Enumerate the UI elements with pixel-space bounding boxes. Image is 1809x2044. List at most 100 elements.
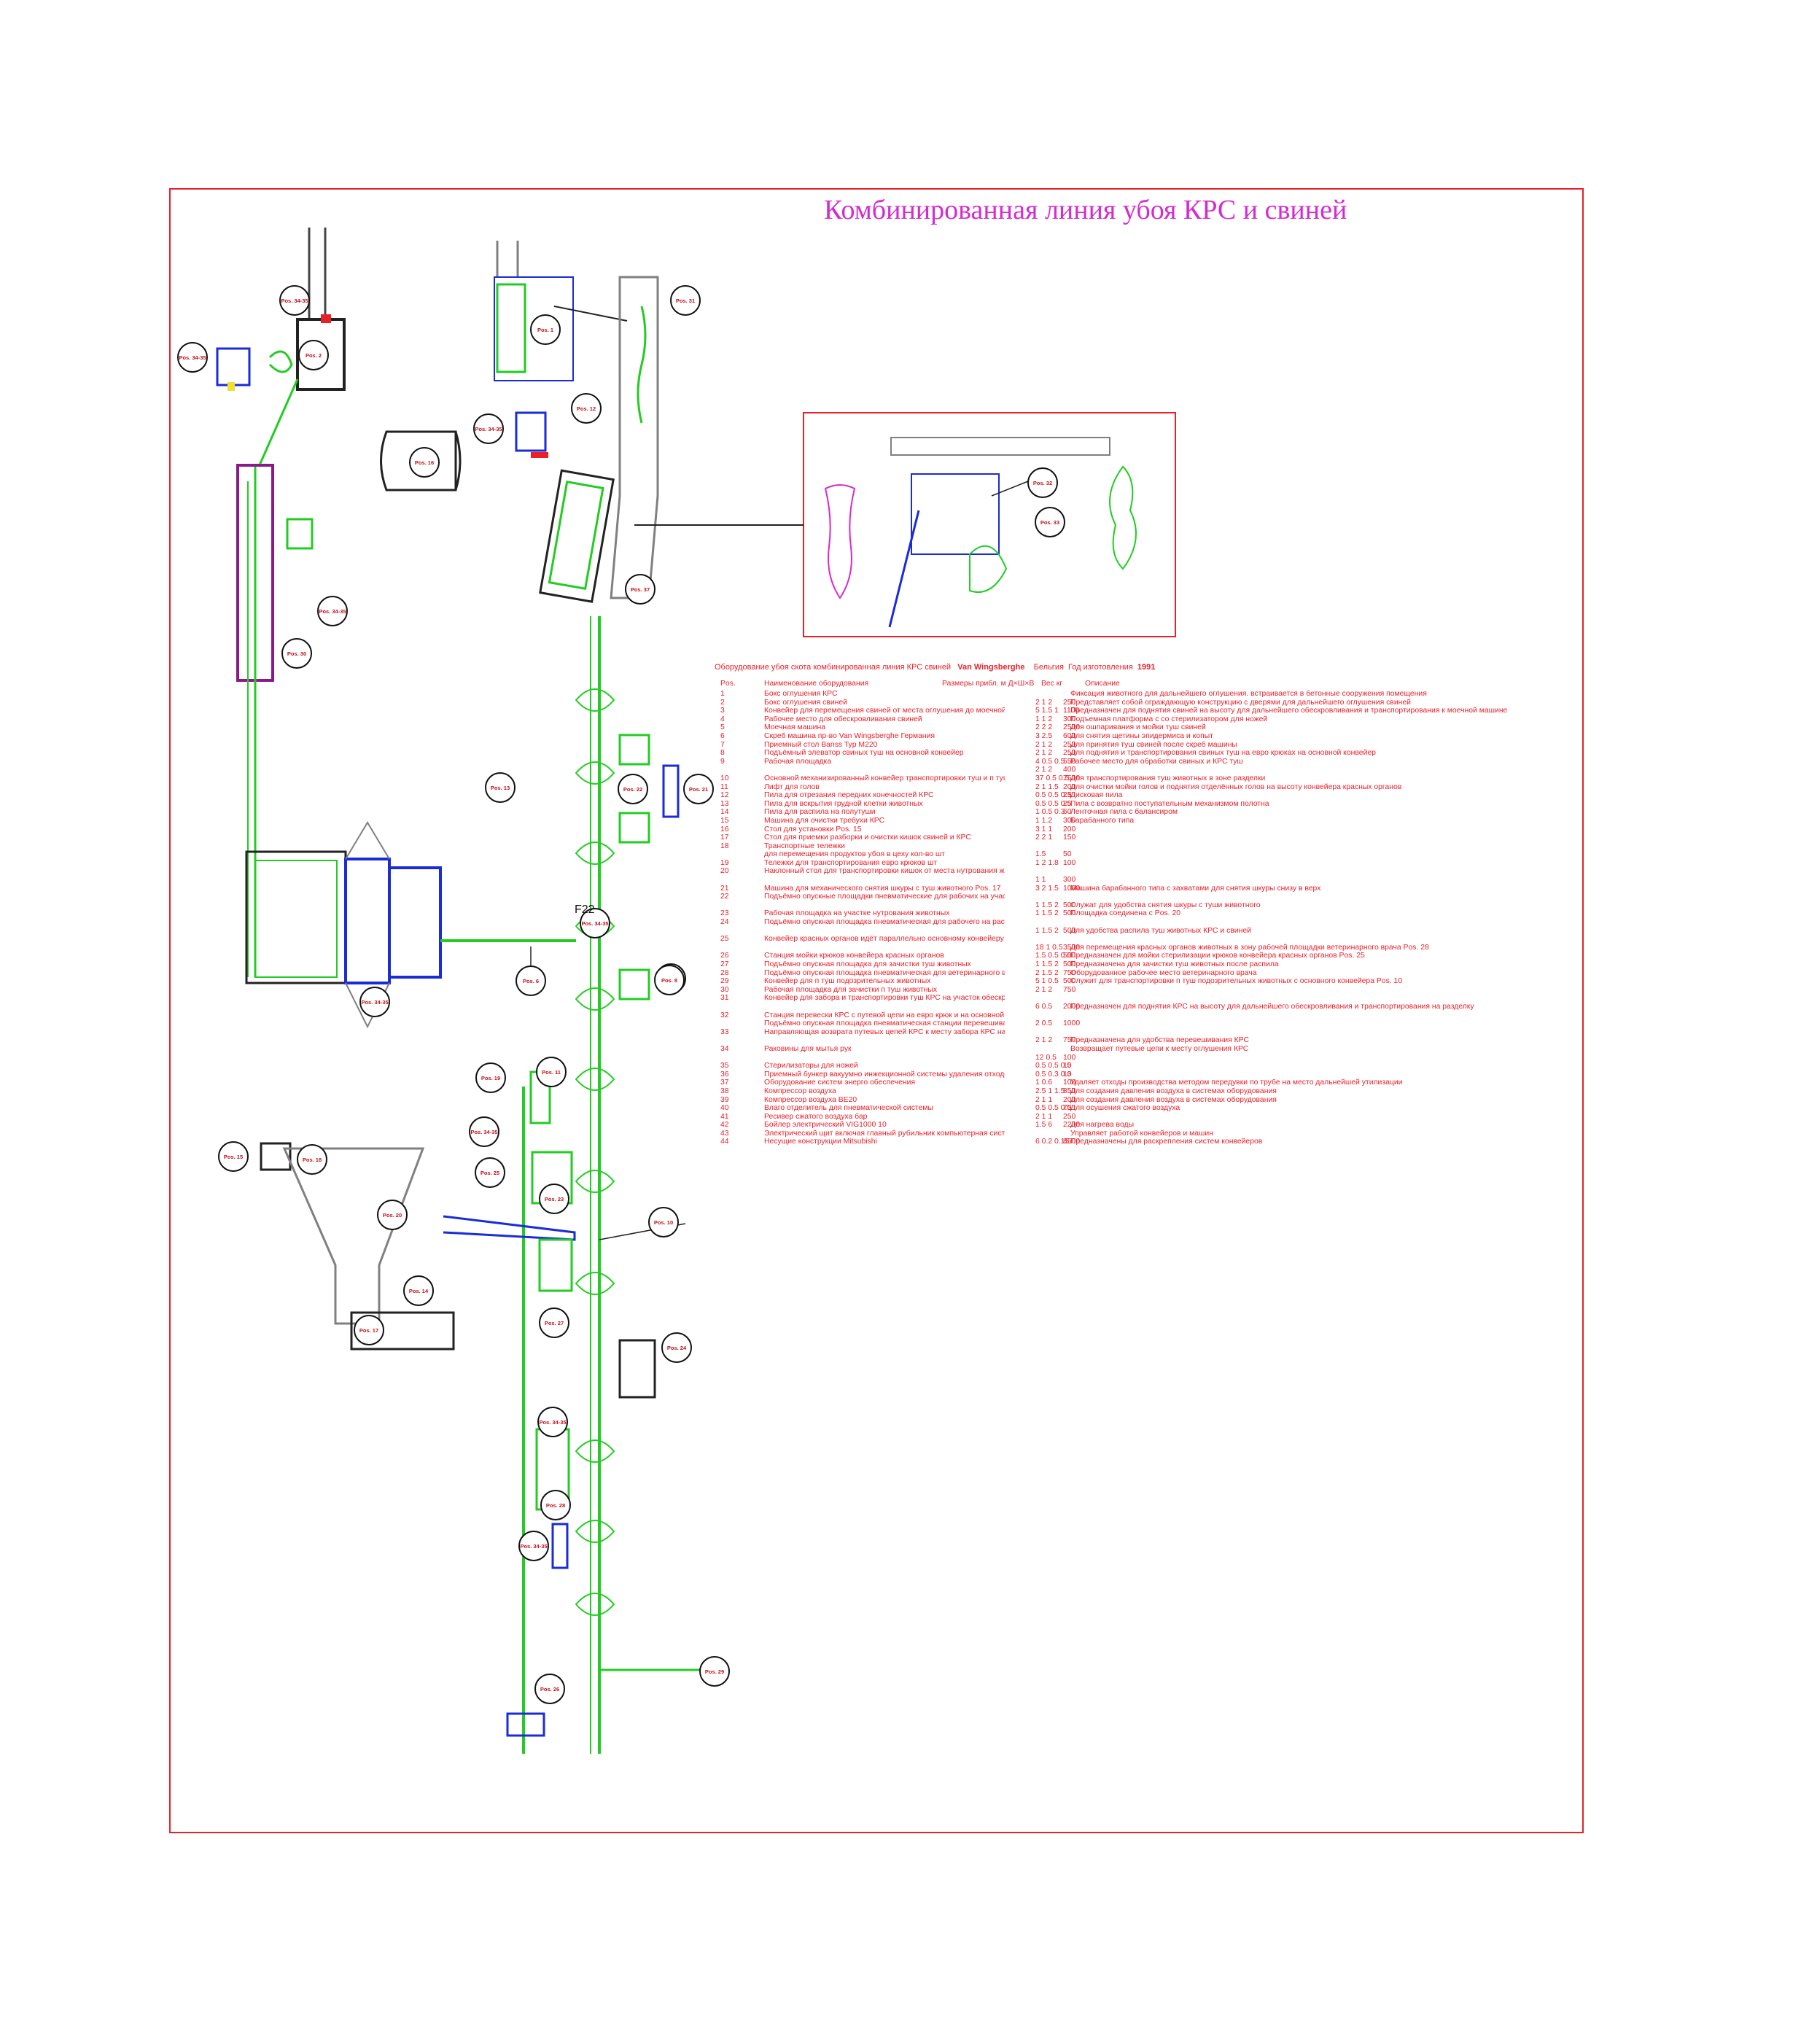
marker-label: Pos. 23 xyxy=(545,1196,564,1202)
spec-cell-name: Станция мойки крюков конвейера красных о… xyxy=(764,952,944,960)
spec-cell-pos: 10 xyxy=(720,774,729,782)
spec-cell-pos: 17 xyxy=(720,833,729,842)
spec-cell-desc: Площадка соединена с Pos. 20 xyxy=(1070,909,1181,918)
marker-label: Pos. 25 xyxy=(481,1170,499,1176)
marker-label: Pos. 6 xyxy=(523,978,539,984)
spec-cell-dim: 6 0.2 0.15 xyxy=(1035,1138,1070,1146)
spec-cell-pos: 42 xyxy=(720,1121,729,1130)
marker-circle xyxy=(648,1207,679,1237)
spec-cell-wt: 850 xyxy=(1063,1087,1076,1095)
position-marker-pos-34-35-b: Pos. 34-35 xyxy=(473,413,504,444)
position-marker-pos-30: Pos. 30 xyxy=(281,638,312,669)
marker-label: Pos. 34-35 xyxy=(475,426,502,432)
spec-cell-name: Влаго отделитель для пневматической сист… xyxy=(764,1104,933,1113)
position-marker-pos-6: Pos. 6 xyxy=(516,965,546,996)
spec-cell-wt: 60 xyxy=(1063,808,1072,817)
spec-cell-name: Машина для очистки требухи КРС xyxy=(764,816,885,825)
spec-cell-wt: 100 xyxy=(1063,858,1076,867)
spec-cell-pos: 31 xyxy=(720,994,729,1003)
spec-cell-name: Лифт для голов xyxy=(764,782,820,791)
stun-box-cattle xyxy=(494,241,628,381)
spec-cell-pos: 29 xyxy=(720,977,729,986)
spec-cell-dim: 1 1.5 2 xyxy=(1035,960,1059,968)
spec-cell-name: Пила для вскрытия грудной клетки животны… xyxy=(764,799,923,808)
spec-cell-pos: 25 xyxy=(720,935,729,944)
marker-label: Pos. 34-35 xyxy=(470,1129,497,1135)
spec-cell-desc: Удаляет отходы производства методом пере… xyxy=(1070,1079,1403,1087)
marker-label: Pos. 12 xyxy=(577,405,596,412)
spec-cell-desc: Для принятия туш свиней после скреб маши… xyxy=(1070,740,1237,749)
spec-cell-name: Подъёмный элеватор свиных туш на основно… xyxy=(764,749,964,758)
spec-cell-pos: 2 xyxy=(720,698,725,707)
spec-cell-name: Компрессор воздуха BE20 xyxy=(764,1095,857,1104)
spec-cell-wt: 100 xyxy=(1063,1079,1076,1087)
spec-cell-pos: 18 xyxy=(720,842,729,850)
marker-circle xyxy=(469,1116,499,1147)
spec-cell-dim: 1 1.5 2 xyxy=(1035,901,1059,909)
spec-cell-name: Транспортные тележки xyxy=(764,842,845,850)
spec-cell-dim: 1.5 6 xyxy=(1035,1121,1053,1130)
spec-cell-name: Подъёмно опускная площадка пневматическа… xyxy=(764,968,1005,977)
spec-cell-wt: 300 xyxy=(1063,876,1076,885)
spec-cell-wt: 200 xyxy=(1063,825,1076,833)
spec-header-row: Pos. Наименование оборудования Размеры п… xyxy=(715,678,1575,690)
position-marker-pos-8: Pos. 8 xyxy=(654,965,685,995)
marker-circle xyxy=(699,1656,730,1687)
spec-cell-dim: 0.5 0.5 0.5 xyxy=(1035,799,1072,808)
marker-circle xyxy=(485,772,516,803)
marker-circle xyxy=(625,574,655,605)
stun-box-pigs xyxy=(216,347,299,467)
position-marker-pos-11: Pos. 11 xyxy=(536,1057,567,1087)
spec-cell-name: Основной механизированный конвейер транс… xyxy=(764,774,1005,782)
marker-circle xyxy=(354,1315,384,1345)
position-marker-pos-28: Pos. 28 xyxy=(540,1490,571,1520)
spec-cell-name: Несущие конструкции Mitsubishi xyxy=(764,1138,877,1146)
marker-circle xyxy=(518,1531,549,1561)
marker-circle xyxy=(475,1157,505,1188)
spec-cell-pos: 5 xyxy=(720,723,725,732)
spec-cell-pos: 44 xyxy=(720,1138,729,1146)
spec-cell-desc: Предназначена для удобства перевешивания… xyxy=(1070,1036,1249,1045)
spec-cell-wt: 200 xyxy=(1063,1095,1076,1104)
position-marker-pos-27: Pos. 27 xyxy=(539,1307,569,1338)
col-name: Наименование оборудования xyxy=(764,680,869,688)
spec-cell-desc: Предназначены для раскрепления систем ко… xyxy=(1070,1138,1263,1146)
marker-label: Pos. 34-35 xyxy=(581,920,608,927)
marker-circle xyxy=(177,342,208,373)
spec-cell-name: Стол для приемки разборки и очистки кишо… xyxy=(764,833,971,842)
spec-cell-dim: 18 1 0.5 xyxy=(1035,943,1063,952)
spec-caption-row: Оборудование убоя скота комбинированная … xyxy=(715,662,1575,672)
spec-cell-name: Бокс оглушения свиней xyxy=(764,698,847,707)
spec-cell-name: Машина для механического снятия шкуры с … xyxy=(764,884,1001,893)
marker-label: Pos. 24 xyxy=(667,1345,687,1351)
equipment-spec-table: Оборудование убоя скота комбинированная … xyxy=(715,662,1575,1146)
marker-circle xyxy=(540,1490,571,1520)
spec-cell-dim: 2 0.5 xyxy=(1035,1019,1053,1028)
spec-country: Бельгия xyxy=(1033,663,1064,672)
marker-circle xyxy=(1027,467,1058,498)
marker-label: Pos. 33 xyxy=(1040,519,1059,526)
marker-label: Pos. 8 xyxy=(661,977,677,984)
spec-cell-name: Конвейер для п туш подозрительных животн… xyxy=(764,977,931,986)
spec-row: 10 Основной механизированный конвейер тра… xyxy=(715,774,1575,783)
spec-row: 44 Несущие конструкции Mitsubishi 6 0.2 0.… xyxy=(715,1138,1575,1146)
spec-cell-name: Стерилизаторы для ножей xyxy=(764,1062,858,1070)
spec-cell-pos: 37 xyxy=(720,1079,729,1087)
spec-cell-name: для перемещения продуктов убоя в цеху ко… xyxy=(764,850,946,859)
spec-cell-desc: Предназначен для поднятия свиней на высо… xyxy=(1070,707,1508,715)
spec-cell-wt: 750 xyxy=(1063,985,1076,994)
marker-circle xyxy=(618,774,648,804)
col-weight: Вес кг xyxy=(1041,680,1063,688)
spec-cell-dim: 4 0.5 0.5 xyxy=(1035,757,1065,766)
spec-cell-desc: Пила с возвратно поступательным механизм… xyxy=(1070,799,1269,808)
spec-cell-wt: 25 xyxy=(1063,799,1072,808)
spec-cell-dim: 5 1 0.5 xyxy=(1035,977,1059,986)
